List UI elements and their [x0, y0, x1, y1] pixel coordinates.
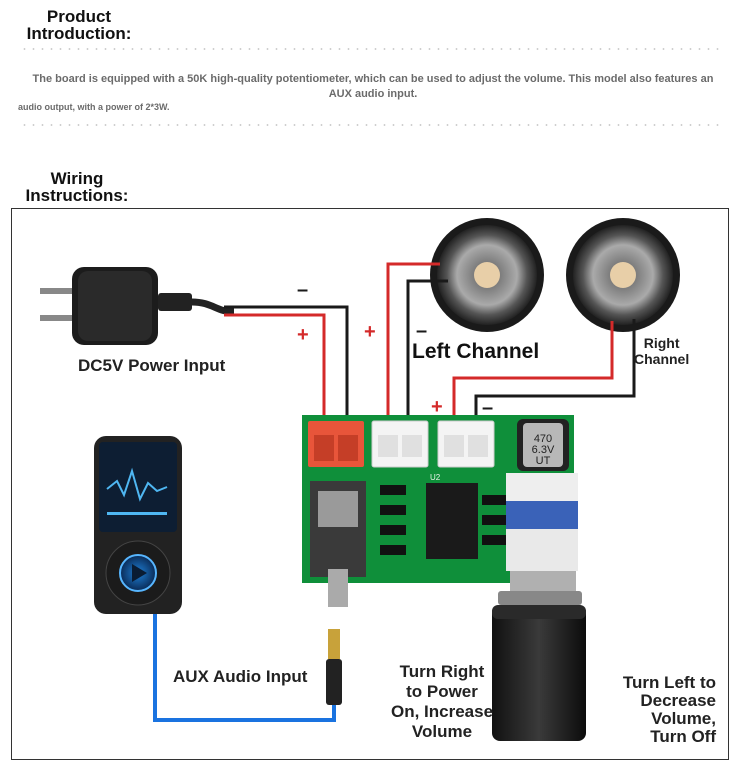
- volume-potentiometer: [492, 473, 586, 741]
- turn-left-line3: Volume,: [651, 709, 716, 728]
- left-speaker-icon: [430, 218, 544, 332]
- right-wire-positive: [452, 321, 614, 437]
- left-wire-negative: [406, 279, 448, 434]
- product-description-line2: audio output, with a power of 2*3W.: [18, 102, 170, 112]
- product-heading-line2: Introduction:: [26, 24, 132, 43]
- right-channel-label-line1: Right: [643, 335, 680, 351]
- wiring-diagram-svg: – + + – + – 470 6.3V UT U2: [40, 218, 680, 741]
- divider-dots: [20, 124, 720, 126]
- power-minus-sign: –: [297, 279, 308, 301]
- turn-left-line4: Turn Off: [650, 727, 716, 746]
- capacitor-marking-2: 6.3V: [532, 444, 555, 456]
- left-plus-sign: +: [364, 321, 376, 343]
- power-plus-sign: +: [297, 324, 309, 346]
- aux-input-label: AUX Audio Input: [173, 667, 308, 686]
- power-input-label: DC5V Power Input: [78, 356, 226, 375]
- wiring-heading: Wiring Instructions:: [12, 170, 142, 204]
- right-minus-sign: –: [482, 397, 493, 419]
- right-channel-label-line2: Channel: [634, 351, 690, 367]
- capacitor-marking-1: 470: [534, 433, 552, 445]
- turn-right-line4: Volume: [411, 722, 473, 741]
- turn-left-line1: Turn Left to: [622, 673, 716, 692]
- product-description-line1: The board is equipped with a 50K high-qu…: [32, 73, 714, 100]
- turn-right-label: Turn Right to Power On, Increase Volume: [374, 662, 510, 742]
- right-channel-label: Right Channel: [634, 335, 689, 367]
- power-adapter-icon: [40, 267, 235, 345]
- wiring-heading-line2: Instructions:: [25, 186, 129, 205]
- aux-plug-icon: [326, 629, 342, 705]
- wiring-diagram: – + + – + – 470 6.3V UT U2 DC5V Power In…: [11, 208, 729, 760]
- turn-right-line2: to Power: [406, 682, 478, 701]
- divider-dots: [20, 48, 720, 50]
- right-plus-sign: +: [431, 396, 443, 418]
- left-wire-positive: [386, 262, 440, 434]
- product-heading-line1: Product: [46, 7, 112, 26]
- aux-cable: [153, 614, 336, 722]
- capacitor-marking-3: UT: [536, 455, 551, 467]
- turn-right-line3: On, Increase: [390, 702, 494, 721]
- wiring-heading-line1: Wiring: [50, 169, 104, 188]
- turn-left-label: Turn Left to Decrease Volume, Turn Off: [596, 674, 716, 746]
- product-heading: Product Introduction:: [14, 8, 144, 42]
- right-speaker-icon: [566, 218, 680, 332]
- power-wire-positive: [224, 313, 326, 434]
- chip-label: U2: [430, 473, 441, 482]
- mp3-player-icon: [94, 436, 182, 614]
- left-minus-sign: –: [416, 320, 427, 342]
- product-description: The board is equipped with a 50K high-qu…: [0, 72, 746, 112]
- left-channel-label: Left Channel: [412, 340, 540, 363]
- power-wire-negative: [224, 305, 349, 434]
- turn-left-line2: Decrease: [640, 691, 716, 710]
- turn-right-line1: Turn Right: [399, 662, 485, 681]
